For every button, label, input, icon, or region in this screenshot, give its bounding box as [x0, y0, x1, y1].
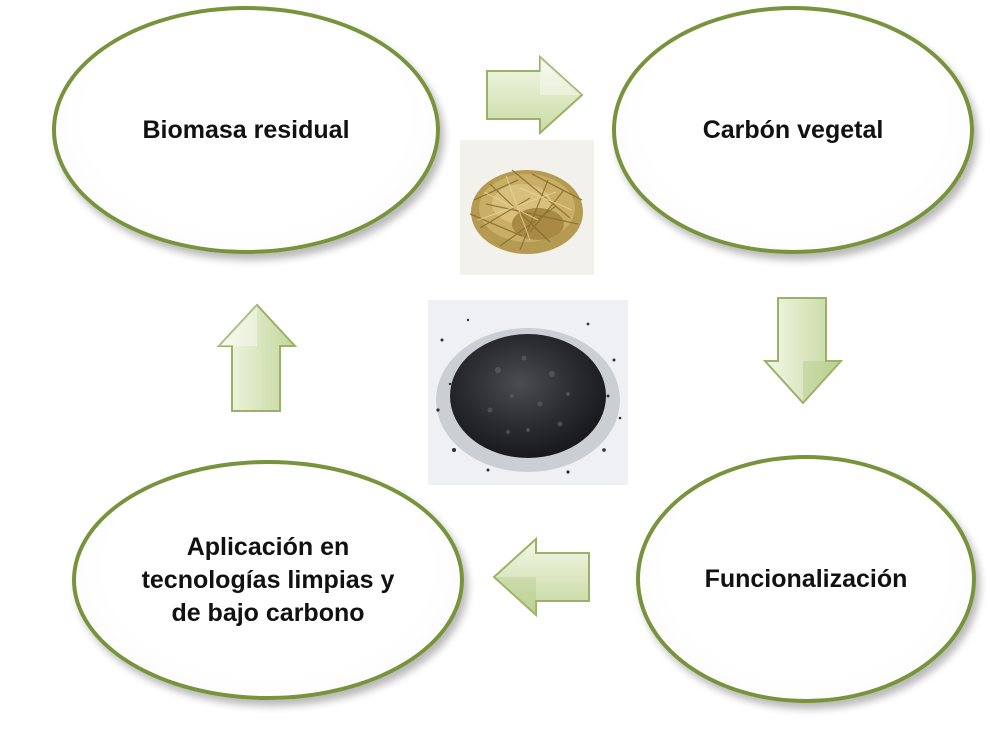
node-carbon-label: Carbón vegetal — [702, 116, 884, 144]
node-aplicacion: Aplicación en tecnologías limpias y de b… — [72, 460, 464, 700]
node-biomasa-residual: Biomasa residual — [52, 6, 440, 254]
arrow-right-icon — [486, 54, 584, 136]
node-funcionalizacion: Funcionalización — [636, 455, 976, 703]
arrow-down-icon — [762, 297, 844, 405]
node-funcionalizacion-label: Funcionalización — [704, 565, 908, 593]
node-aplicacion-label: Aplicación en tecnologías limpias y de b… — [141, 532, 395, 627]
arrow-up-icon — [216, 303, 298, 412]
biomass-straw-image — [460, 140, 594, 275]
charcoal-powder-image — [428, 300, 628, 485]
node-carbon-vegetal: Carbón vegetal — [612, 6, 974, 254]
node-biomasa-label: Biomasa residual — [142, 116, 350, 144]
arrow-left-icon — [492, 536, 590, 618]
